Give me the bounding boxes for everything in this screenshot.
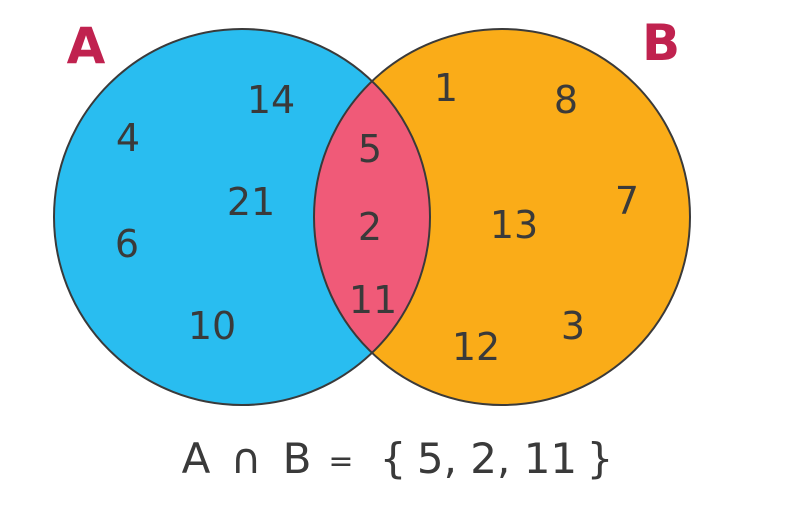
set-a-element: 6: [115, 222, 139, 266]
intersection-element: 2: [358, 205, 382, 249]
set-b-outline: [313, 28, 691, 406]
set-b-element: 3: [561, 304, 585, 348]
equation-right-set: B: [283, 434, 312, 483]
equals-sign: =: [328, 444, 353, 479]
open-brace: {: [380, 434, 407, 483]
set-b-element: 1: [434, 66, 458, 110]
set-b-circle: [314, 29, 690, 405]
set-a-element: 10: [188, 304, 236, 348]
set-b-element: 13: [490, 203, 538, 247]
equation-result: 5, 2, 11: [417, 434, 577, 483]
close-brace: }: [587, 434, 614, 483]
intersection-element: 5: [358, 127, 382, 171]
set-b-element: 8: [554, 78, 578, 122]
equation-left-set: A: [182, 434, 211, 483]
set-a-outline: [53, 28, 431, 406]
set-a-element: 14: [247, 78, 295, 122]
set-b-label: B: [642, 14, 680, 72]
set-a-element: 21: [227, 180, 275, 224]
intersection-element: 11: [349, 278, 397, 322]
set-b-element: 12: [452, 325, 500, 369]
intersection-symbol: ∩: [231, 434, 262, 483]
set-a-label: A: [67, 17, 106, 75]
set-a-element: 4: [116, 116, 140, 160]
set-b-element: 7: [615, 179, 639, 223]
set-a-circle: [54, 29, 430, 405]
